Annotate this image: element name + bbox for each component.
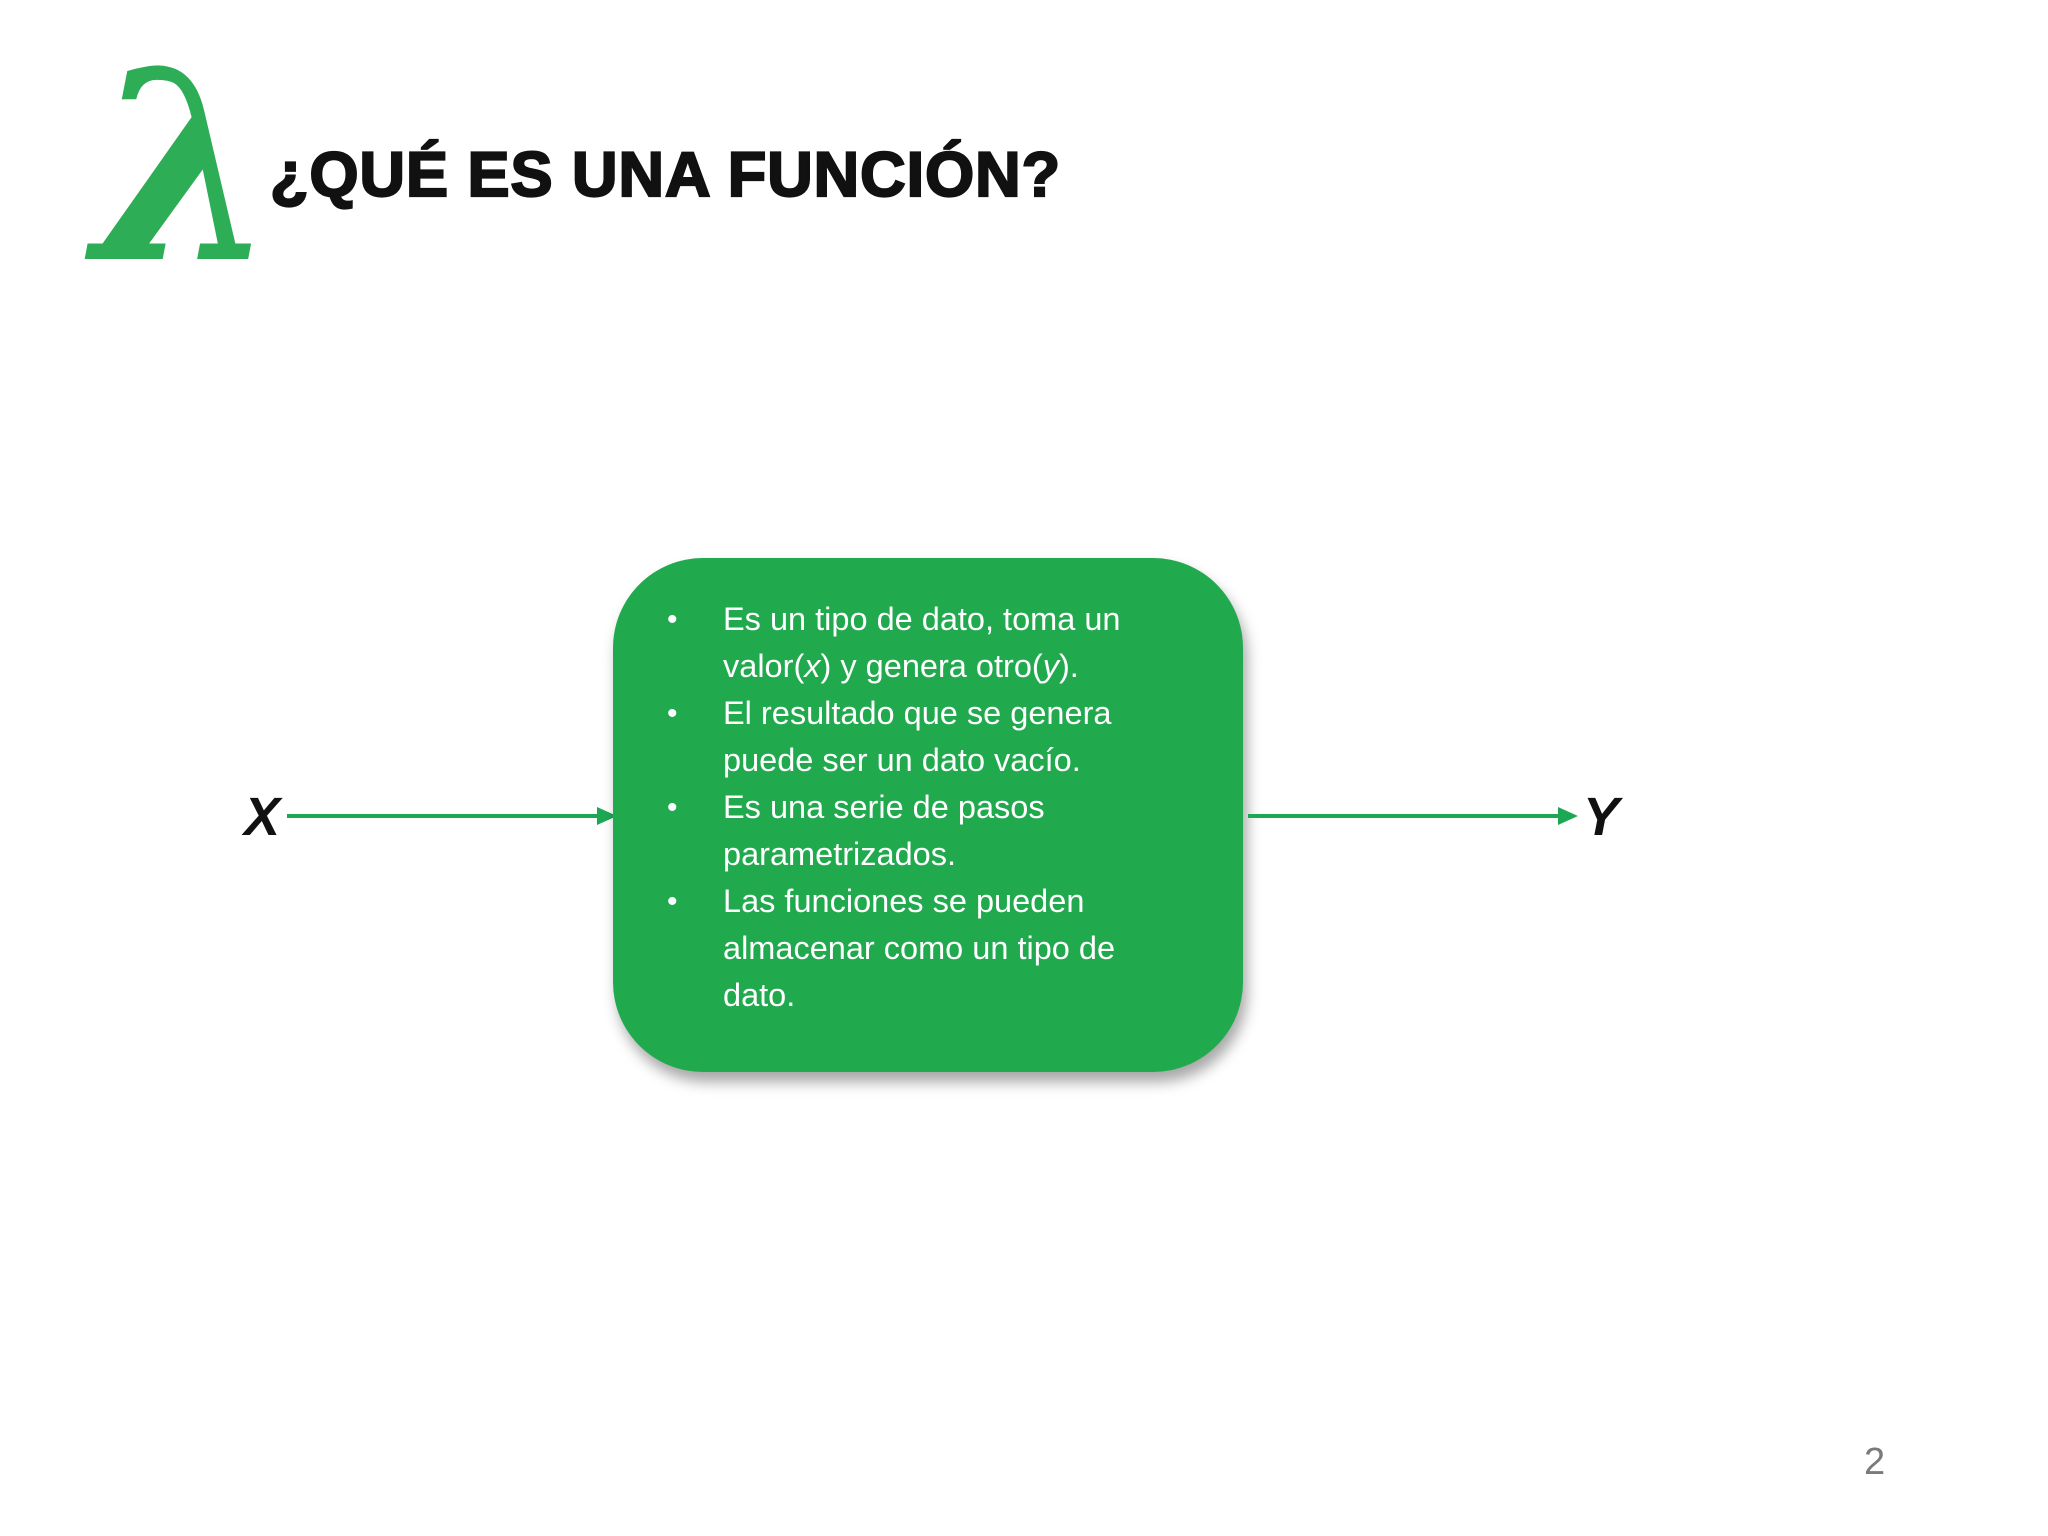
output-variable-label: Y: [1583, 787, 1620, 847]
bullet-item: El resultado que se genera puede ser un …: [661, 690, 1173, 784]
function-box-bullets: Es un tipo de dato, toma un valor(x) y g…: [661, 596, 1173, 1019]
input-arrow-head-icon: [597, 807, 617, 825]
page-number: 2: [1864, 1441, 1886, 1483]
input-arrow-line: [287, 814, 599, 818]
slide-title: ¿QUÉ ES UNA FUNCIÓN?: [269, 140, 1062, 210]
input-variable-label: X: [244, 787, 281, 847]
output-arrow-head-icon: [1558, 807, 1578, 825]
lambda-logo-icon: λ: [94, 13, 278, 321]
bullet-item: Es un tipo de dato, toma un valor(x) y g…: [661, 596, 1173, 690]
bullet-item: Es una serie de pasos parametrizados.: [661, 784, 1173, 878]
function-definition-box: Es un tipo de dato, toma un valor(x) y g…: [613, 558, 1243, 1072]
bullet-item: Las funciones se pueden almacenar como u…: [661, 878, 1173, 1019]
output-arrow-line: [1248, 814, 1560, 818]
